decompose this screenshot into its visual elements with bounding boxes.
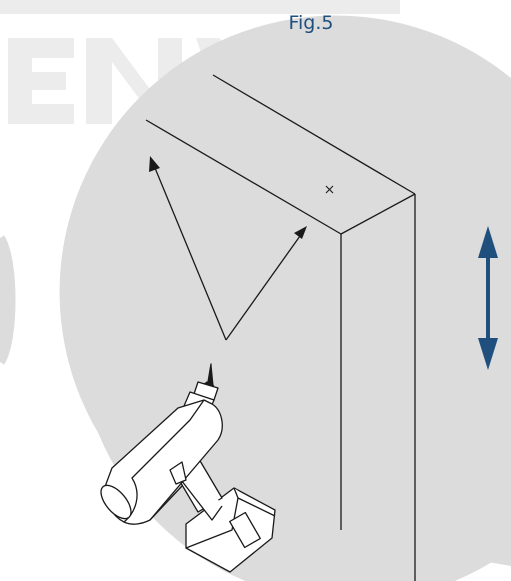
cordless-drill-icon [100, 363, 276, 573]
cross-mark-icon [325, 185, 334, 194]
pointer-arrows [149, 156, 307, 341]
left-circle-arc [0, 235, 16, 365]
figure-title: Fig.5 [288, 12, 334, 34]
double-headed-vertical-arrow-icon [478, 226, 498, 370]
cabinet-panel [145, 74, 416, 581]
